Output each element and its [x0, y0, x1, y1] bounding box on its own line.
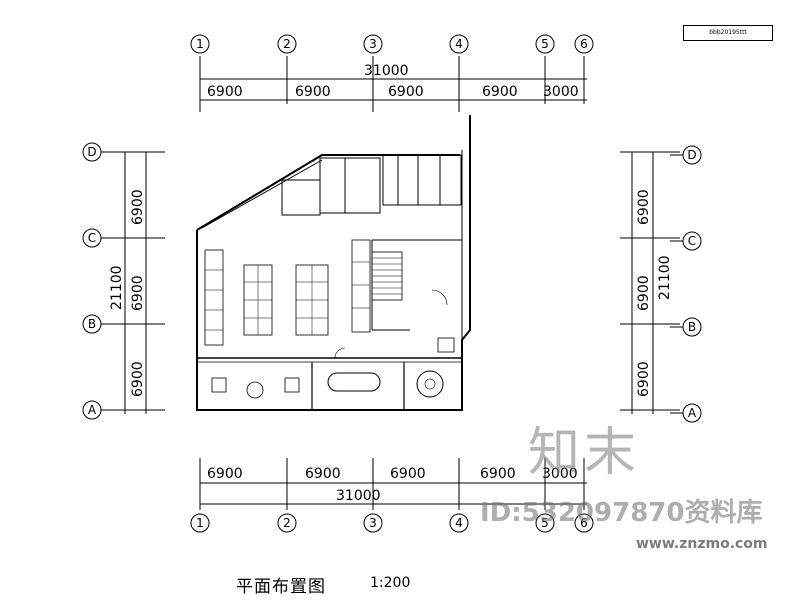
top-dim-3: 6900	[388, 84, 424, 100]
top-total-dim: 31000	[364, 63, 409, 79]
axis-b-right: B	[688, 320, 696, 334]
bottom-dim-2: 6900	[305, 466, 341, 482]
top-dim-4: 6900	[482, 84, 518, 100]
top-dim-2: 6900	[295, 84, 331, 100]
axis-6-bottom: 6	[580, 516, 588, 530]
right-total-dim: 21100	[657, 255, 673, 300]
axis-5-top: 5	[541, 37, 549, 51]
drawing-scale: 1:200	[370, 575, 411, 591]
axis-2-top: 2	[283, 37, 291, 51]
watermark-url: www.znzmo.com	[636, 536, 768, 552]
top-dim-1: 6900	[207, 84, 243, 100]
axis-d-left: D	[87, 145, 96, 159]
left-dim-3: 6900	[130, 361, 146, 397]
axis-1-top: 1	[196, 37, 204, 51]
watermark-id-text: ID:532097870	[480, 498, 685, 528]
bottom-total-dim: 31000	[336, 488, 381, 504]
axis-6-top: 6	[580, 37, 588, 51]
axis-a-right: A	[688, 406, 697, 420]
axis-2-bottom: 2	[283, 516, 291, 530]
top-dim-5: 3000	[543, 84, 579, 100]
right-dim-3: 6900	[636, 361, 652, 397]
drawing-stamp: bbb20195ttt	[683, 25, 773, 41]
axis-3-bottom: 3	[369, 516, 377, 530]
axis-c-right: C	[688, 234, 696, 248]
drawing-title: 平面布置图	[236, 577, 326, 597]
watermark-library: 资料库	[684, 498, 763, 528]
left-dim-2: 6900	[130, 275, 146, 311]
bottom-dim-3: 6900	[390, 466, 426, 482]
watermark-brand: 知末	[528, 423, 641, 483]
bottom-dim-4: 6900	[480, 466, 516, 482]
axis-4-top: 4	[455, 37, 463, 51]
axis-3-top: 3	[369, 37, 377, 51]
right-dim-1: 6900	[636, 189, 652, 225]
axis-b-left: B	[88, 317, 96, 331]
axis-5-bottom: 5	[541, 516, 549, 530]
left-dim-1: 6900	[130, 189, 146, 225]
axis-d-right: D	[687, 148, 696, 162]
right-dim-2: 6900	[636, 275, 652, 311]
axis-4-bottom: 4	[455, 516, 463, 530]
bottom-dim-5: 3000	[542, 466, 578, 482]
bottom-dim-1: 6900	[207, 466, 243, 482]
left-total-dim: 21100	[109, 265, 125, 310]
axis-1-bottom: 1	[196, 516, 204, 530]
axis-a-left: A	[88, 403, 97, 417]
watermark-id: ID:532097870资料库	[480, 492, 763, 529]
axis-c-left: C	[88, 231, 96, 245]
